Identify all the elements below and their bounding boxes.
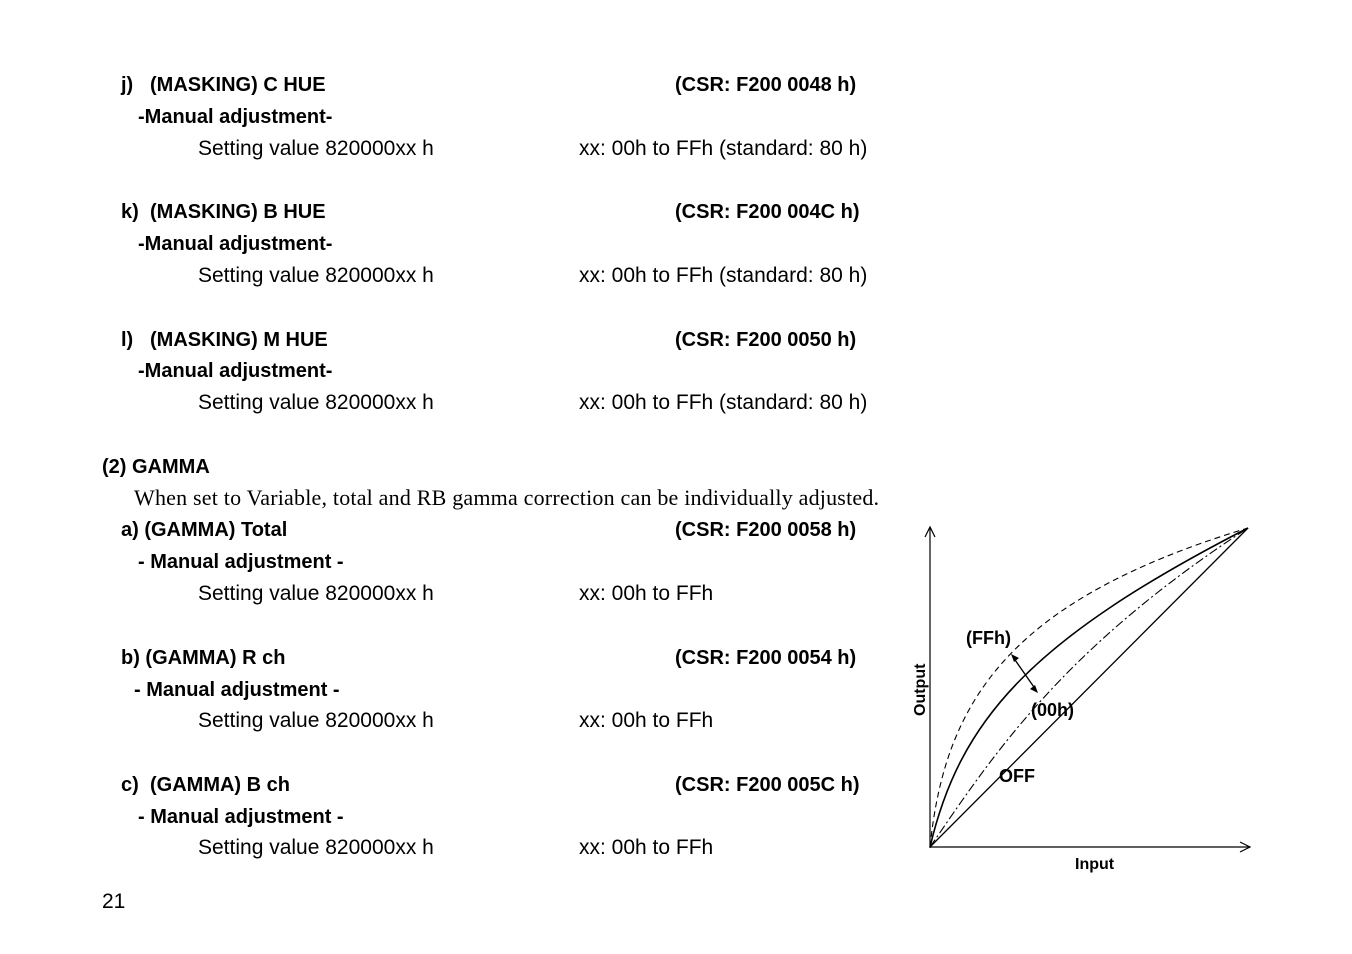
gamma-curve-graph: (FFh) (00h) OFF Input Output	[912, 525, 1252, 873]
gamma-a-adjust: - Manual adjustment -	[138, 551, 344, 573]
page-number: 21	[102, 890, 126, 913]
masking-l-range: xx: 00h to FFh (standard: 80 h)	[579, 391, 868, 414]
masking-l-prefix: l)	[121, 329, 134, 351]
gamma-heading: (2) GAMMA	[102, 456, 210, 478]
masking-j-adjust: -Manual adjustment-	[138, 106, 333, 128]
arrow-head-up	[1011, 654, 1019, 662]
masking-j-setting: Setting value 820000xx h	[198, 137, 434, 160]
masking-l-adjust: -Manual adjustment-	[138, 360, 333, 382]
gamma-b-setting: Setting value 820000xx h	[198, 709, 434, 732]
masking-k-adjust: -Manual adjustment-	[138, 233, 333, 255]
masking-j-range: xx: 00h to FFh (standard: 80 h)	[579, 137, 868, 160]
adjust-double-arrow	[1012, 656, 1037, 691]
gamma-a-setting: Setting value 820000xx h	[198, 582, 434, 605]
gamma-b-adjust: - Manual adjustment -	[134, 679, 340, 701]
y-axis-label: Output	[912, 663, 929, 716]
masking-l-setting: Setting value 820000xx h	[198, 391, 434, 414]
y-axis-arrow	[924, 525, 936, 538]
label-off: OFF	[999, 766, 1035, 786]
gamma-ffh-curve	[929, 527, 1249, 848]
gamma-c-adjust: - Manual adjustment -	[138, 806, 344, 828]
masking-l-csr: (CSR: F200 0050 h)	[675, 329, 857, 351]
gamma-a-range: xx: 00h to FFh	[579, 582, 714, 605]
arrow-head-down	[1030, 685, 1038, 693]
gamma-total-curve	[929, 527, 1249, 848]
label-ffh: (FFh)	[966, 628, 1011, 648]
gamma-b-label: b) (GAMMA) R ch	[121, 647, 286, 669]
x-axis-arrow	[1239, 841, 1252, 853]
gamma-c-prefix: c)	[121, 774, 139, 796]
masking-j-prefix: j)	[121, 74, 134, 96]
masking-k-title: (MASKING) B HUE	[150, 201, 326, 223]
masking-k-csr: (CSR: F200 004C h)	[675, 201, 860, 223]
label-00h: (00h)	[1031, 700, 1074, 720]
gamma-c-range: xx: 00h to FFh	[579, 836, 714, 859]
gamma-c-title: (GAMMA) B ch	[150, 774, 290, 796]
gamma-c-setting: Setting value 820000xx h	[198, 836, 434, 859]
x-axis-label: Input	[1075, 856, 1115, 873]
gamma-off-line	[929, 527, 1249, 848]
gamma-b-range: xx: 00h to FFh	[579, 709, 714, 732]
masking-j-csr: (CSR: F200 0048 h)	[675, 74, 857, 96]
gamma-a-label: a) (GAMMA) Total	[121, 519, 288, 541]
masking-k-setting: Setting value 820000xx h	[198, 264, 434, 287]
gamma-b-csr: (CSR: F200 0054 h)	[675, 647, 857, 669]
masking-j-title: (MASKING) C HUE	[150, 74, 326, 96]
gamma-00h-curve	[929, 527, 1249, 848]
gamma-c-csr: (CSR: F200 005C h)	[675, 774, 860, 796]
masking-l-title: (MASKING) M HUE	[150, 329, 328, 351]
gamma-description: When set to Variable, total and RB gamma…	[134, 485, 880, 510]
masking-k-prefix: k)	[121, 201, 139, 223]
gamma-a-csr: (CSR: F200 0058 h)	[675, 519, 857, 541]
masking-k-range: xx: 00h to FFh (standard: 80 h)	[579, 264, 868, 287]
